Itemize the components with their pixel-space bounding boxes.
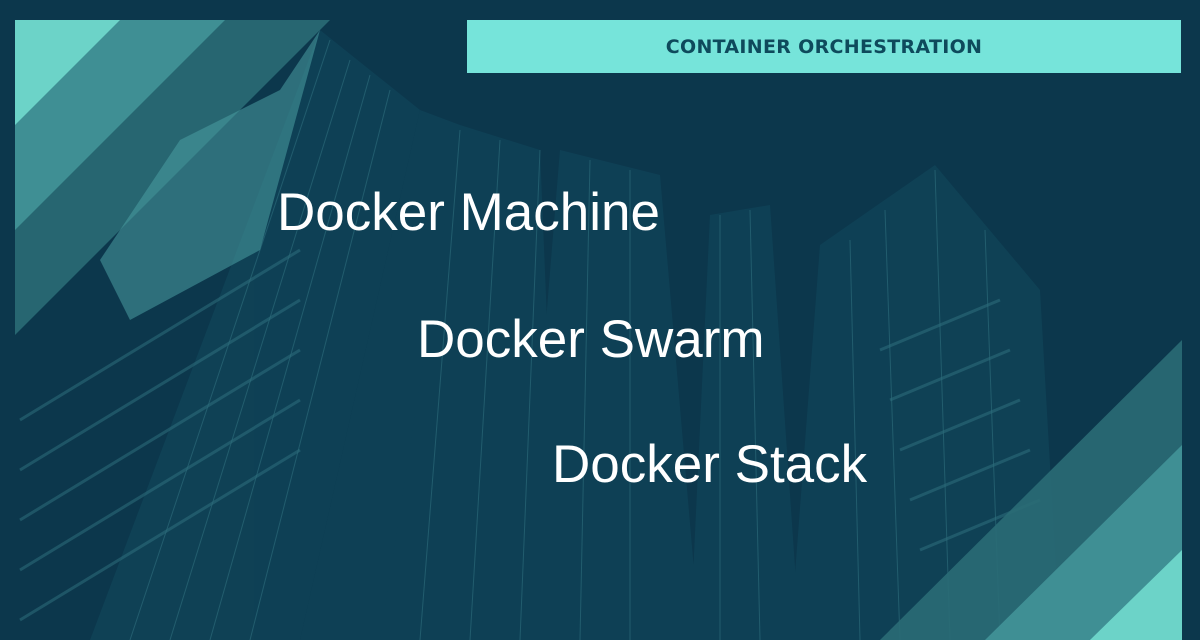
headline-docker-stack: Docker Stack <box>552 435 868 494</box>
headline-docker-swarm: Docker Swarm <box>417 310 765 369</box>
headline-docker-machine: Docker Machine <box>277 183 660 242</box>
category-banner-label: CONTAINER ORCHESTRATION <box>665 35 983 58</box>
category-banner: CONTAINER ORCHESTRATION <box>467 20 1181 73</box>
